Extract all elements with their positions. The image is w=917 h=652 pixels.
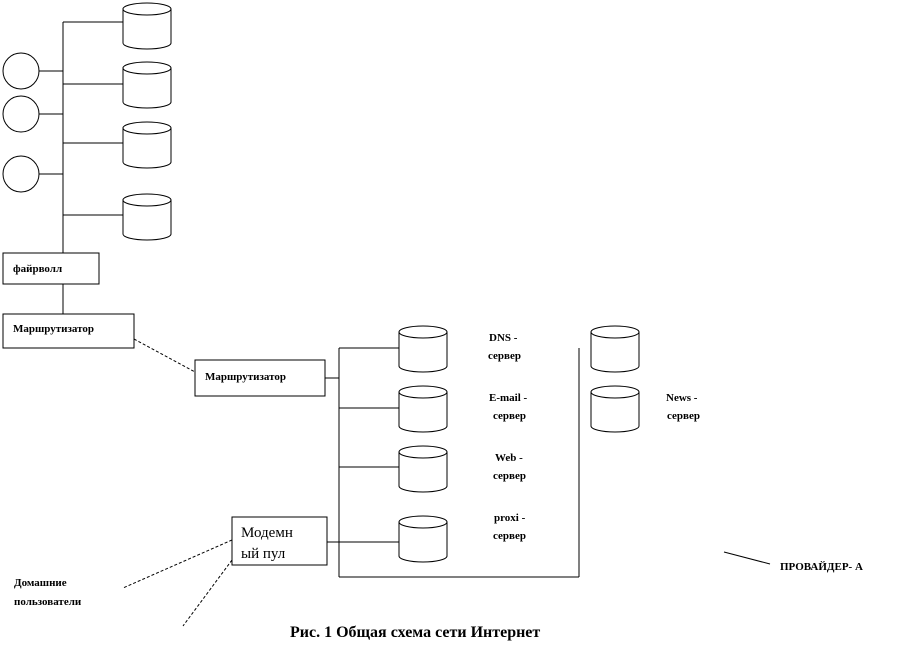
provider-pointer-line — [723, 551, 771, 565]
router-a-to-router-b-link — [133, 338, 196, 373]
email-server-label-line2: сервер — [493, 410, 526, 422]
modem-pool-label-line1: Модемн — [241, 525, 293, 541]
lan-database-icon-4 — [122, 193, 172, 241]
dns-server-label-line2: сервер — [488, 350, 521, 362]
home-users-link-2 — [182, 559, 233, 627]
modem-pool-box — [231, 516, 328, 566]
workstation-node-1 — [2, 52, 40, 90]
news-server-label-line1: News - — [666, 392, 698, 404]
router-b-box — [194, 359, 326, 397]
home-users-link-1 — [122, 539, 233, 589]
router-a-label: Маршрутизатор — [13, 323, 94, 335]
web-server-icon — [398, 445, 448, 493]
email-server-icon — [398, 385, 448, 433]
web-server-label-line2: сервер — [493, 470, 526, 482]
dns-server-label-line1: DNS - — [489, 332, 518, 344]
lan-database-icon-2 — [122, 61, 172, 109]
web-server-label-line1: Web - — [495, 452, 523, 464]
figure-caption: Рис. 1 Общая схема сети Интернет — [290, 624, 540, 641]
proxy-server-icon — [398, 515, 448, 563]
home-users-label-line1: Домашние — [14, 577, 67, 589]
proxy-server-label-line2: сервер — [493, 530, 526, 542]
lan-database-icon-3 — [122, 121, 172, 169]
firewall-label: файрволл — [13, 263, 62, 275]
proxy-server-label-line1: proxi - — [494, 512, 526, 524]
provider-label: ПРОВАЙДЕР- А — [780, 561, 863, 573]
provider-extra-server-icon — [590, 325, 640, 373]
firewall-box — [2, 252, 100, 285]
modem-pool-label-line2: ый пул — [241, 546, 286, 562]
lan-database-icon-1 — [122, 2, 172, 50]
news-server-label-line2: сервер — [667, 410, 700, 422]
home-users-label-line2: пользователи — [14, 596, 82, 608]
dns-server-icon — [398, 325, 448, 373]
news-server-icon — [590, 385, 640, 433]
router-a-box — [2, 313, 135, 349]
email-server-label-line1: E-mail - — [489, 392, 528, 404]
router-b-label: Маршрутизатор — [205, 371, 286, 383]
workstation-node-3 — [2, 155, 40, 193]
workstation-node-2 — [2, 95, 40, 133]
